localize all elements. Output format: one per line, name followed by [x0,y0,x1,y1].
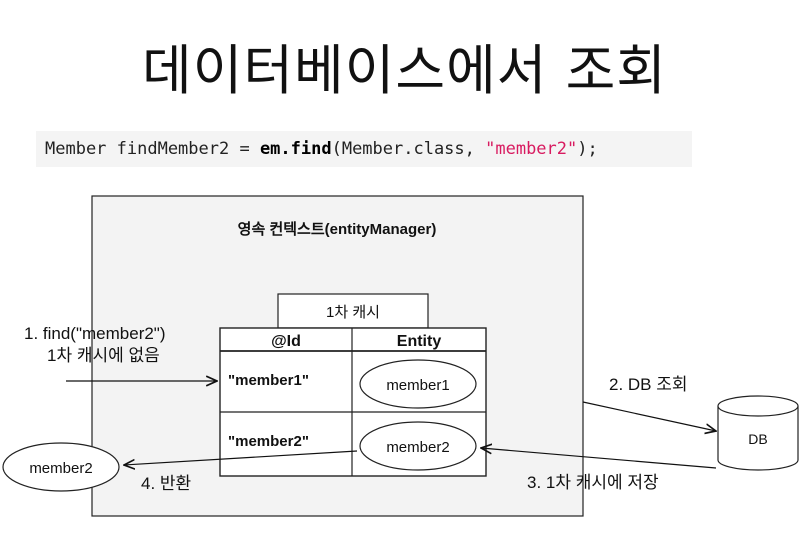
db-cylinder [717,395,799,471]
col-header-entity: Entity [397,333,442,350]
context-label: 영속 컨텍스트(entityManager) [238,220,437,238]
step1-label-line1: 1. find("member2") [24,324,166,343]
row2-entity: member2 [386,439,449,456]
code-prefix: Member findMember2 = [45,139,260,159]
returned-entity-oval [2,442,120,492]
row2-entity-oval [359,421,477,471]
row2-id: "member2" [228,433,309,450]
db-label: DB [748,431,767,447]
step4-label: 4. 반환 [141,474,191,493]
code-snippet: Member findMember2 = em.find(Member.clas… [36,131,692,167]
step3-arrow [481,448,717,469]
returned-entity: member2 [29,460,92,477]
code-close: ); [577,139,598,159]
page-title: 데이터베이스에서 조회 [142,39,667,102]
row1-entity: member1 [386,377,449,394]
code-open: (Member.class, [331,139,486,159]
step2-label: 2. DB 조회 [609,375,688,394]
col-header-id: @Id [271,333,301,350]
code-arg: "member2" [485,139,578,159]
step1-label-line2: 1차 캐시에 없음 [47,346,160,365]
step3-label: 3. 1차 캐시에 저장 [527,473,659,492]
cache-label: 1차 캐시 [326,304,380,321]
row1-entity-oval [359,359,477,409]
step2-arrow [582,401,716,431]
row1-id: "member1" [228,372,309,389]
step4-arrow [124,450,358,465]
code-call: em.find [259,139,332,159]
